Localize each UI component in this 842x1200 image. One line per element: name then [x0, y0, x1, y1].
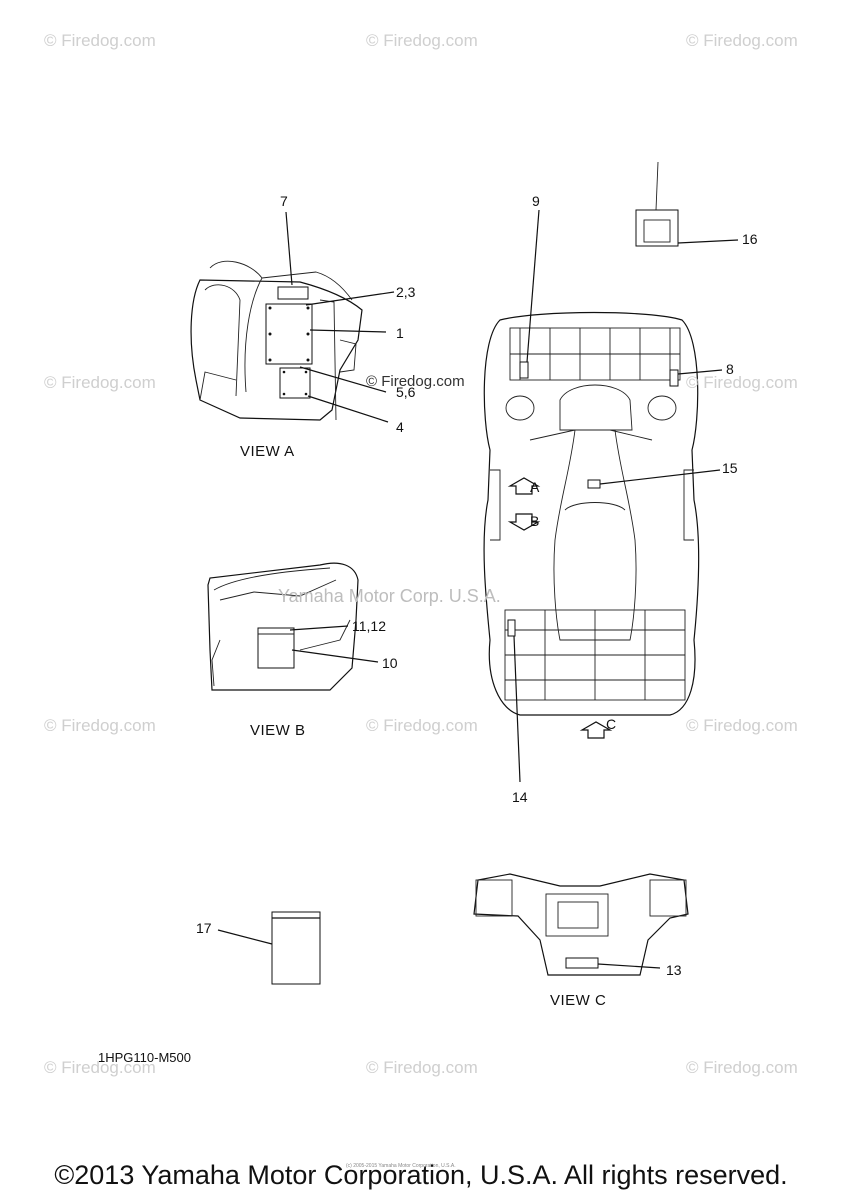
- callout-10: 10: [382, 655, 398, 671]
- watermark: © Firedog.com: [366, 31, 478, 50]
- watermark: © Firedog.com: [366, 1058, 478, 1077]
- view-c-label: VIEW C: [550, 992, 607, 1009]
- watermark: © Firedog.com: [686, 1058, 798, 1077]
- callout-9: 9: [532, 193, 540, 209]
- view-b-label: VIEW B: [250, 722, 306, 739]
- callout-a: A: [530, 479, 540, 495]
- watermark: © Firedog.com: [44, 1058, 156, 1077]
- watermark: © Firedog.com: [44, 373, 156, 392]
- hang-tag-drawing: [635, 161, 739, 247]
- watermark: © Firedog.com: [366, 716, 478, 735]
- callout-14: 14: [512, 789, 528, 805]
- view-a-label: VIEW A: [240, 443, 295, 460]
- faint-watermark: Yamaha Motor Corp. U.S.A.: [278, 586, 501, 606]
- copyright-footer: ©2013 Yamaha Motor Corporation, U.S.A. A…: [54, 1160, 788, 1190]
- callout-c: C: [606, 716, 617, 732]
- watermark: © Firedog.com: [44, 31, 156, 50]
- watermark: © Firedog.com: [686, 31, 798, 50]
- callout-17: 17: [196, 920, 212, 936]
- callout-2-3: 2,3: [396, 284, 416, 300]
- callout-1: 1: [396, 325, 404, 341]
- view-b-fender-drawing: [207, 562, 379, 691]
- watermark: © Firedog.com: [44, 716, 156, 735]
- callout-7: 7: [280, 193, 288, 209]
- tiny-copyright: (c) 2005-2015 Yamaha Motor Corporation, …: [346, 1163, 456, 1169]
- label-17-drawing: [217, 911, 321, 985]
- view-a-fender-drawing: [190, 211, 395, 423]
- callout-13: 13: [666, 962, 682, 978]
- watermark: © Firedog.com: [686, 716, 798, 735]
- callout-16: 16: [742, 231, 758, 247]
- watermark: © Firedog.com: [686, 373, 798, 392]
- callout-8: 8: [726, 361, 734, 377]
- callout-11-12: 11,12: [352, 618, 386, 634]
- callout-b: B: [530, 513, 540, 529]
- callout-15: 15: [722, 460, 738, 476]
- atv-top-view-drawing: [483, 209, 723, 783]
- callout-5-6: 5,6: [396, 384, 416, 400]
- callout-4: 4: [396, 419, 404, 435]
- drawing-code: 1HPG110-M500: [98, 1050, 191, 1065]
- center-watermark: © Firedog.com: [366, 373, 465, 390]
- view-c-fender-drawing: [473, 873, 689, 976]
